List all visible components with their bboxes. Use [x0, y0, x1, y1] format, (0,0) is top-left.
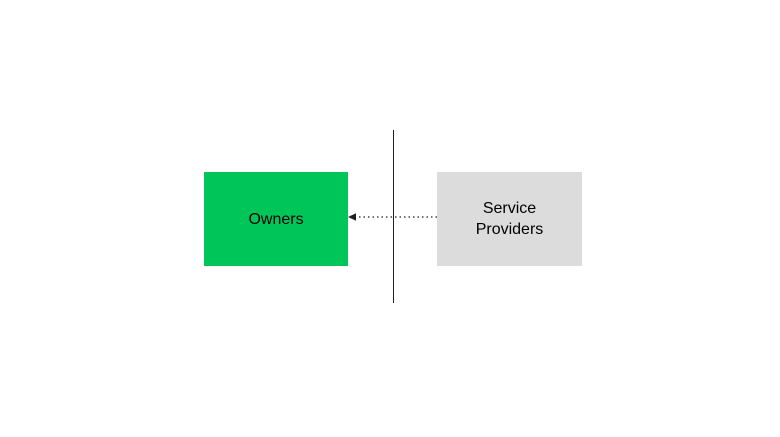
arrowhead-left-icon — [348, 213, 356, 221]
node-service-providers: Service Providers — [437, 172, 582, 266]
node-owners: Owners — [204, 172, 348, 266]
node-service-providers-label: Service Providers — [475, 200, 544, 238]
divider-line — [393, 130, 394, 303]
node-owners-label: Owners — [248, 210, 304, 228]
dotted-arrow-edge — [348, 213, 437, 221]
